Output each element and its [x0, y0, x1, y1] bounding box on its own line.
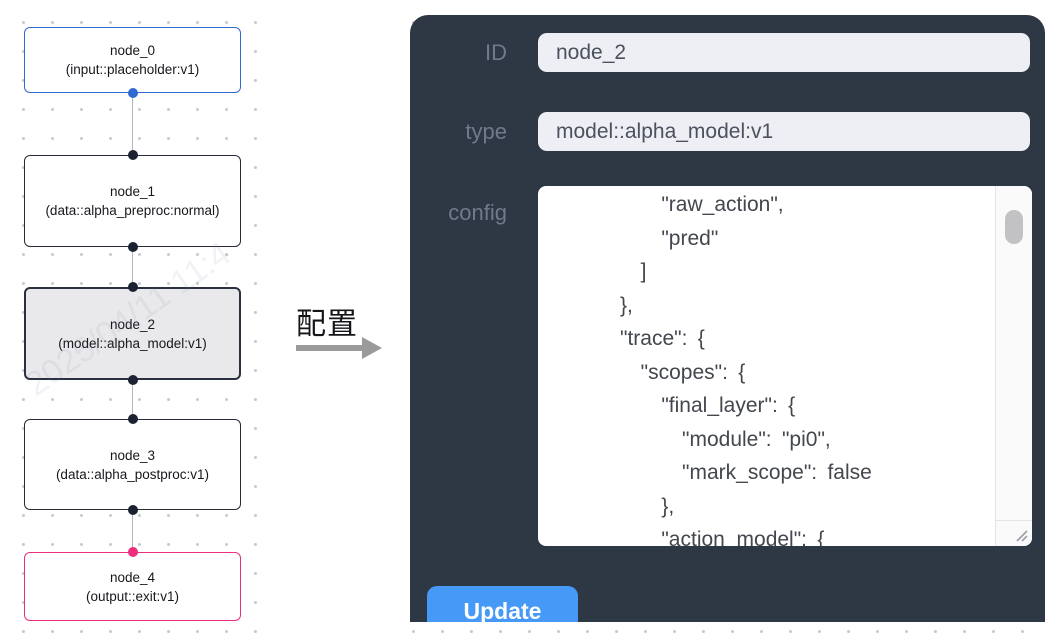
- flow-node-node_2[interactable]: node_2 (model::alpha_model:v1): [24, 287, 241, 380]
- flow-node-node_3[interactable]: node_3 (data::alpha_postproc:v1): [24, 419, 241, 510]
- node-type: (input::placeholder:v1): [65, 62, 200, 77]
- config-textarea[interactable]: "raw_action", "pred" ] }, "trace": { "sc…: [538, 186, 1032, 546]
- node-name: node_4: [109, 569, 156, 585]
- node-name: node_1: [109, 184, 156, 199]
- flow-node-node_4[interactable]: node_4 (output::exit:v1): [24, 552, 241, 621]
- node-type: (model::alpha_model:v1): [58, 335, 207, 351]
- config-scrollbar-thumb[interactable]: [1005, 210, 1023, 244]
- config-field-label: config: [448, 200, 507, 225]
- update-button[interactable]: Update: [427, 586, 578, 622]
- handle-node4-top[interactable]: [127, 547, 138, 557]
- config-scrollbar-corner: [996, 520, 1032, 546]
- node-name: node_0: [109, 43, 156, 58]
- id-field-label: ID: [485, 40, 507, 65]
- handle-node1-top[interactable]: [127, 150, 138, 160]
- node-config-panel: ID type config "raw_action", "pred" ] },…: [410, 15, 1045, 622]
- handle-node3-bottom[interactable]: [127, 505, 138, 515]
- config-scrollbar-track[interactable]: [995, 186, 1032, 546]
- config-json-text: "raw_action", "pred" ] }, "trace": { "sc…: [620, 193, 872, 546]
- edge-node3-node4: [131, 510, 133, 552]
- edge-node0-node1: [131, 93, 133, 155]
- handle-node1-bottom[interactable]: [127, 242, 138, 252]
- type-field-label: type: [465, 119, 507, 144]
- type-input[interactable]: [538, 112, 1030, 151]
- node-name: node_3: [109, 447, 156, 463]
- flow-node-node_0[interactable]: node_0 (input::placeholder:v1): [24, 27, 241, 93]
- node-type: (data::alpha_postproc:v1): [55, 466, 210, 482]
- flow-node-node_1[interactable]: node_1 (data::alpha_preproc:normal): [24, 155, 241, 247]
- handle-node2-top[interactable]: [127, 282, 138, 292]
- node-name: node_2: [109, 316, 156, 332]
- resize-handle-icon[interactable]: [1013, 527, 1029, 543]
- configure-label: 配置: [296, 308, 358, 341]
- edge-node1-node2: [131, 247, 133, 287]
- handle-node0-bottom[interactable]: [127, 88, 138, 98]
- right-arrow-icon: [296, 337, 384, 359]
- node-type: (output::exit:v1): [85, 588, 180, 604]
- edge-node2-node3: [131, 380, 133, 419]
- handle-node2-bottom[interactable]: [127, 375, 138, 385]
- node-type: (data::alpha_preproc:normal): [45, 203, 220, 218]
- handle-node3-top[interactable]: [127, 414, 138, 424]
- id-input[interactable]: [538, 33, 1030, 72]
